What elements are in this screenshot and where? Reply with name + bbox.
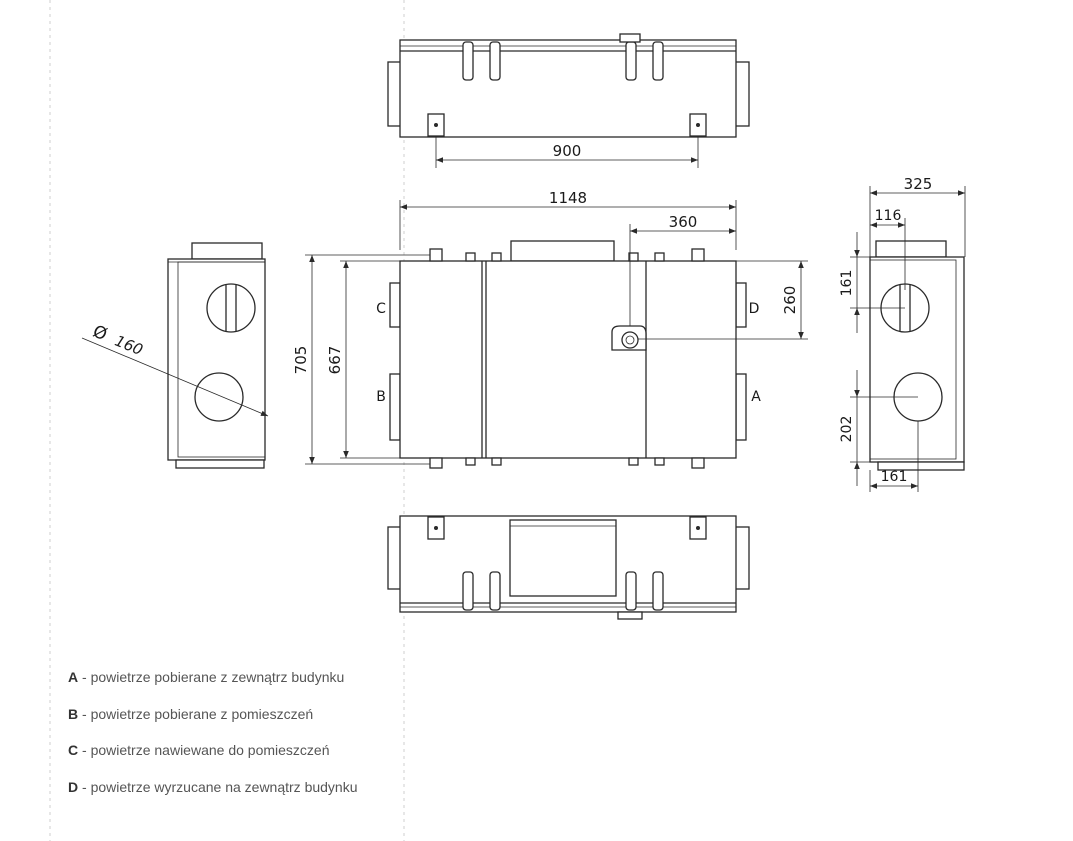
bottom-view-brackets: [462, 571, 664, 620]
port-label-d: D: [749, 301, 760, 317]
legend-separator: -: [78, 742, 91, 758]
dimension-161-vertical: 161: [839, 232, 905, 333]
legend-text: powietrze wyrzucane na zewnątrz budynku: [90, 778, 358, 795]
dimension-116: 116: [870, 208, 906, 290]
legend-key: B: [68, 705, 79, 722]
legend-item-c: C - powietrze nawiewane do pomieszczeń: [68, 741, 358, 759]
legend-separator: -: [78, 669, 91, 685]
port-label-c: C: [376, 301, 386, 317]
left-side-view: Ø 160: [81, 242, 269, 469]
left-side-lower-spigot: [194, 372, 244, 422]
legend-item-b: B - powietrze pobierane z pomieszczeń: [68, 705, 358, 723]
dimension-705: 705: [292, 254, 430, 465]
legend-text: powietrze nawiewane do pomieszczeń: [90, 742, 330, 758]
bottom-view: [387, 515, 750, 620]
dimension-360-label: 360: [669, 213, 698, 231]
port-label-a: A: [751, 389, 761, 405]
legend-text: powietrze pobierane z zewnątrz budynku: [90, 669, 345, 685]
dimension-1148: 1148: [399, 189, 737, 250]
legend-key: D: [68, 778, 79, 795]
legend-text: powietrze pobierane z pomieszczeń: [90, 705, 314, 722]
top-view: 900: [387, 33, 750, 168]
dimension-160-label: 160: [112, 332, 145, 359]
port-label-b: B: [376, 389, 386, 405]
legend-separator: -: [78, 705, 91, 722]
dimension-202: 202: [839, 370, 918, 486]
legend-item-d: D - powietrze wyrzucane na zewnątrz budy…: [68, 778, 358, 796]
left-side-upper-spigot: [206, 283, 256, 333]
dimension-260-label: 260: [781, 286, 799, 315]
dimension-325-label: 325: [904, 175, 933, 193]
dimension-667: 667: [326, 260, 400, 459]
dimension-325: 325: [869, 175, 966, 257]
legend: A - powietrze pobierane z zewnątrz budyn…: [68, 668, 358, 814]
dimension-900-label: 900: [553, 142, 582, 160]
dimension-900: 900: [435, 137, 699, 168]
dimension-260: 260: [638, 260, 808, 340]
legend-item-a: A - powietrze pobierane z zewnątrz budyn…: [68, 668, 358, 686]
bottom-view-panel: [509, 519, 617, 597]
legend-separator: -: [78, 778, 91, 795]
front-view-outlet: [611, 325, 647, 351]
right-side-view: 325 116 161 202: [839, 175, 966, 492]
dimension-667-label: 667: [326, 346, 344, 375]
dimension-1148-label: 1148: [549, 189, 587, 207]
dimension-202-label: 202: [839, 416, 855, 443]
dimension-161-horizontal: 161: [869, 421, 919, 492]
diameter-symbol: Ø: [90, 322, 110, 346]
front-view-tabs: [429, 248, 705, 469]
legend-key: A: [68, 669, 79, 685]
dimension-161-horizontal-label: 161: [881, 469, 908, 485]
front-view: C B D A 1148 360 705 667: [292, 189, 808, 469]
top-view-brackets: [462, 33, 664, 81]
dimension-116-label: 116: [875, 208, 902, 224]
top-view-feet: [427, 113, 707, 137]
bottom-view-feet: [427, 516, 707, 540]
dimension-161-vertical-label: 161: [839, 270, 855, 297]
legend-key: C: [68, 742, 79, 758]
dimension-360: 360: [629, 213, 736, 326]
dimension-705-label: 705: [292, 346, 310, 375]
